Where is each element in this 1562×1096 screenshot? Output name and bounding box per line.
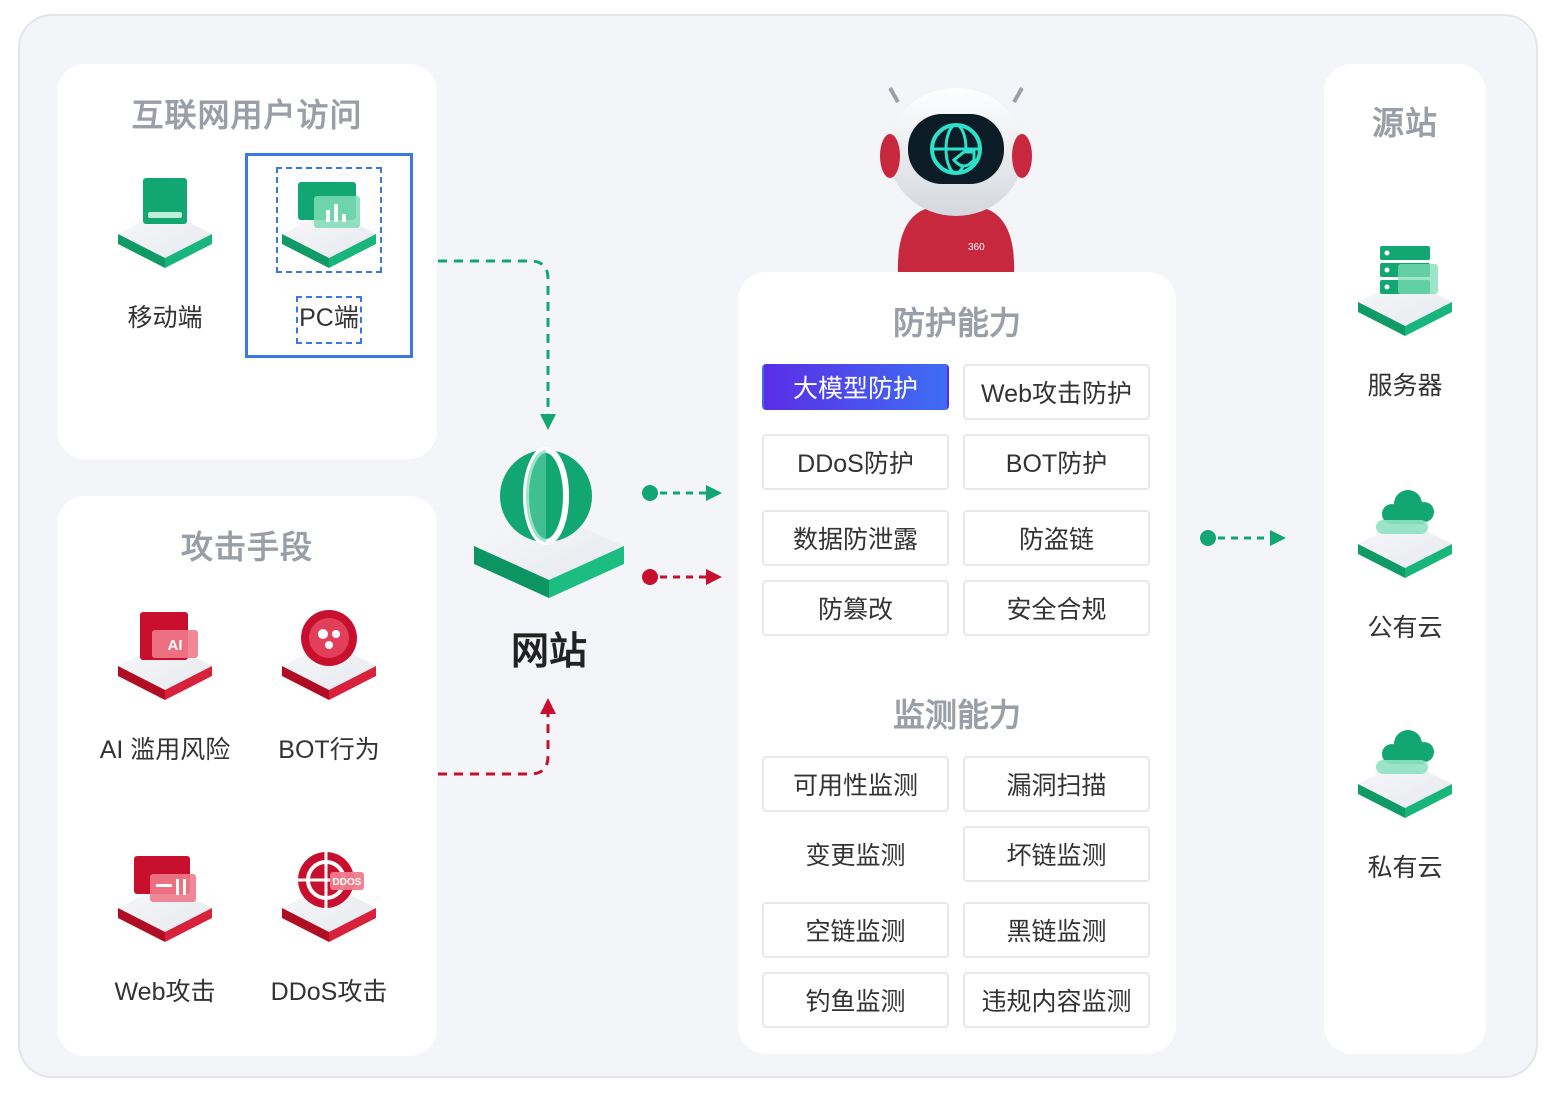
public-cloud-node[interactable]: 公有云: [1330, 482, 1480, 644]
monitor-change[interactable]: 变更监测: [805, 842, 906, 870]
attack-to-protection-arrowhead: [706, 569, 722, 585]
pc-node[interactable]: PC端: [254, 172, 404, 334]
ddos-badge-text: DDOS: [333, 877, 362, 888]
protection-llm[interactable]: 大模型防护: [762, 364, 949, 410]
website-label: 网站: [510, 631, 587, 673]
monitoring-title: 监测能力: [892, 697, 1021, 733]
protection-hotlink[interactable]: 防盗链: [963, 510, 1150, 566]
server-label: 服务器: [1367, 372, 1443, 400]
protection-compliance[interactable]: 安全合规: [963, 580, 1150, 636]
attack-title: 攻击手段: [180, 529, 313, 565]
pc-label: PC端: [299, 304, 359, 332]
web-attack-node[interactable]: Web攻击: [90, 846, 240, 1008]
monitor-phishing[interactable]: 钓鱼监测: [762, 972, 949, 1028]
bot-behavior-label: BOT行为: [278, 736, 380, 764]
website-node[interactable]: [466, 446, 632, 606]
user-to-website-connector: [438, 259, 550, 416]
pc-icon-dashed-outline: [276, 167, 382, 273]
website-to-protection-dot: [642, 485, 658, 501]
robot-mascot: 360: [876, 78, 1036, 274]
globe-icon: [474, 447, 624, 598]
monitor-vuln-scan[interactable]: 漏洞扫描: [963, 756, 1150, 812]
ddos-target-icon: DDOS: [282, 850, 376, 942]
pc-selection-box: [245, 153, 413, 358]
server-icon: [1358, 246, 1452, 336]
server-node[interactable]: 服务器: [1330, 240, 1480, 402]
web-attack-icon: [118, 856, 212, 942]
attack-to-website-arrowhead: [540, 698, 556, 714]
robot-brand-text: 360: [968, 242, 985, 253]
protection-ddos[interactable]: DDoS防护: [762, 434, 949, 490]
private-cloud-label: 私有云: [1367, 854, 1443, 882]
website-to-protection-arrowhead: [706, 485, 722, 501]
web-attack-label: Web攻击: [114, 978, 216, 1006]
robot-mascot-icon: 360: [880, 87, 1032, 274]
protection-tamper[interactable]: 防篡改: [762, 580, 949, 636]
monitor-empty-link[interactable]: 空链监测: [762, 902, 949, 958]
attack-to-website-connector: [438, 712, 550, 776]
attack-panel: 攻击手段: [57, 496, 437, 1056]
protection-bot[interactable]: BOT防护: [963, 434, 1150, 490]
public-cloud-label: 公有云: [1367, 614, 1443, 642]
monitor-black-link[interactable]: 黑链监测: [963, 902, 1150, 958]
protection-title: 防护能力: [892, 305, 1021, 341]
mobile-node[interactable]: 移动端: [90, 172, 240, 334]
monitor-broken-link[interactable]: 坏链监测: [963, 826, 1150, 882]
protection-to-origin-dot: [1200, 530, 1216, 546]
private-cloud-icon: [1358, 730, 1452, 818]
protection-data-leak[interactable]: 数据防泄露: [762, 510, 949, 566]
bot-virus-icon: [282, 610, 376, 700]
pc-monitor-icon: [282, 182, 376, 268]
monitor-availability[interactable]: 可用性监测: [762, 756, 949, 812]
origin-title: 源站: [1371, 105, 1438, 141]
attack-to-protection-dot: [642, 569, 658, 585]
public-cloud-icon: [1358, 490, 1452, 578]
private-cloud-node[interactable]: 私有云: [1330, 722, 1480, 884]
ai-chip-icon: AI: [118, 612, 212, 700]
user-access-title: 互联网用户访问: [131, 97, 363, 133]
ai-badge-text: AI: [168, 637, 183, 654]
ai-abuse-node[interactable]: AI AI 滥用风险: [90, 604, 240, 766]
bot-behavior-node[interactable]: BOT行为: [254, 604, 404, 766]
mobile-label: 移动端: [127, 304, 203, 332]
monitor-violation[interactable]: 违规内容监测: [963, 972, 1150, 1028]
ai-abuse-label: AI 滥用风险: [99, 736, 231, 764]
pc-label-dashed-outline: [296, 296, 362, 344]
protection-to-origin-arrowhead: [1270, 530, 1286, 546]
user-to-website-arrowhead: [540, 414, 556, 430]
ddos-attack-node[interactable]: DDOS DDoS攻击: [254, 846, 404, 1008]
mobile-device-icon: [118, 178, 212, 268]
ddos-attack-label: DDoS攻击: [270, 978, 388, 1006]
protection-web-attack[interactable]: Web攻击防护: [963, 364, 1150, 420]
